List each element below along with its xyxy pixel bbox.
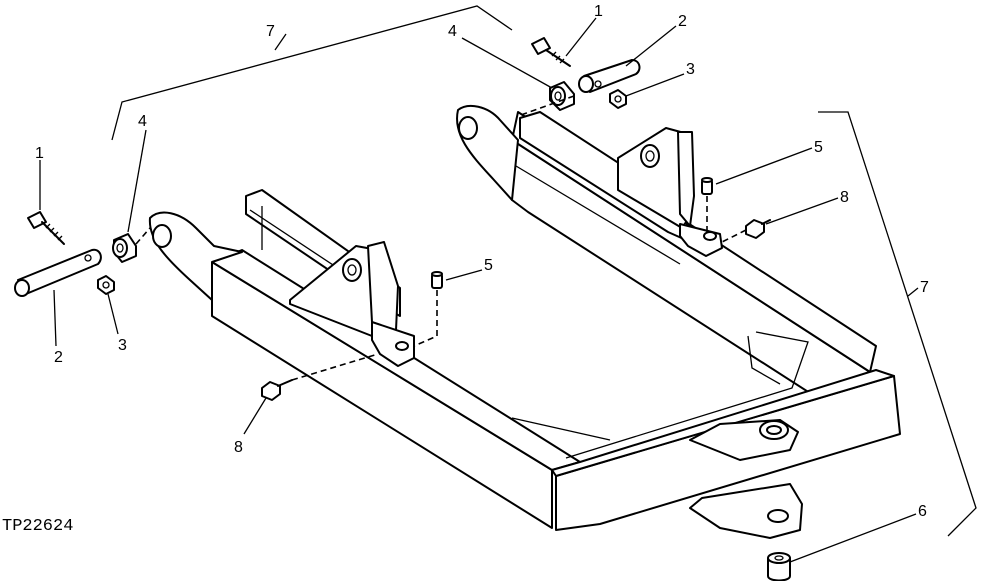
callout-4-left: 4 (138, 113, 147, 130)
callout-8-left: 8 (234, 439, 243, 456)
bolt-nut-left-8 (261, 379, 293, 401)
spacer-right (701, 177, 713, 195)
bolt-nut-right-8 (745, 219, 771, 239)
bushing-6 (767, 552, 791, 581)
callout-3-top: 3 (686, 61, 695, 78)
callout-8-right: 8 (840, 189, 849, 206)
leader-lines (39, 17, 917, 563)
pin-left (14, 248, 102, 297)
right-mount-bracket (617, 127, 723, 257)
callout-3-left: 3 (118, 337, 127, 354)
callout-1-left: 1 (35, 145, 44, 162)
nut-left (97, 275, 115, 295)
callout-1-top: 1 (594, 3, 603, 20)
callout-2-top: 2 (678, 13, 687, 30)
callout-5-left: 5 (484, 257, 493, 274)
bushing-left (112, 233, 137, 263)
callout-4-top: 4 (448, 23, 457, 40)
callout-7-top: 7 (266, 23, 275, 40)
callout-6-right: 6 (918, 503, 927, 520)
spacer-left (431, 271, 443, 289)
left-mount-bracket (289, 241, 415, 367)
bolt-top (531, 37, 571, 67)
callout-2-left: 2 (54, 349, 63, 366)
nut-top (609, 89, 627, 109)
assembly-lines (135, 95, 747, 381)
bushing-top (549, 81, 575, 111)
callout-7-right: 7 (920, 279, 929, 296)
bolt-left (27, 211, 65, 245)
group-bracket-7-right (818, 111, 977, 537)
pin-top (578, 59, 641, 93)
group-bracket-7-top (111, 5, 513, 141)
callout-5-right: 5 (814, 139, 823, 156)
figure-code: TP22624 (2, 517, 73, 536)
main-frame (148, 104, 901, 539)
